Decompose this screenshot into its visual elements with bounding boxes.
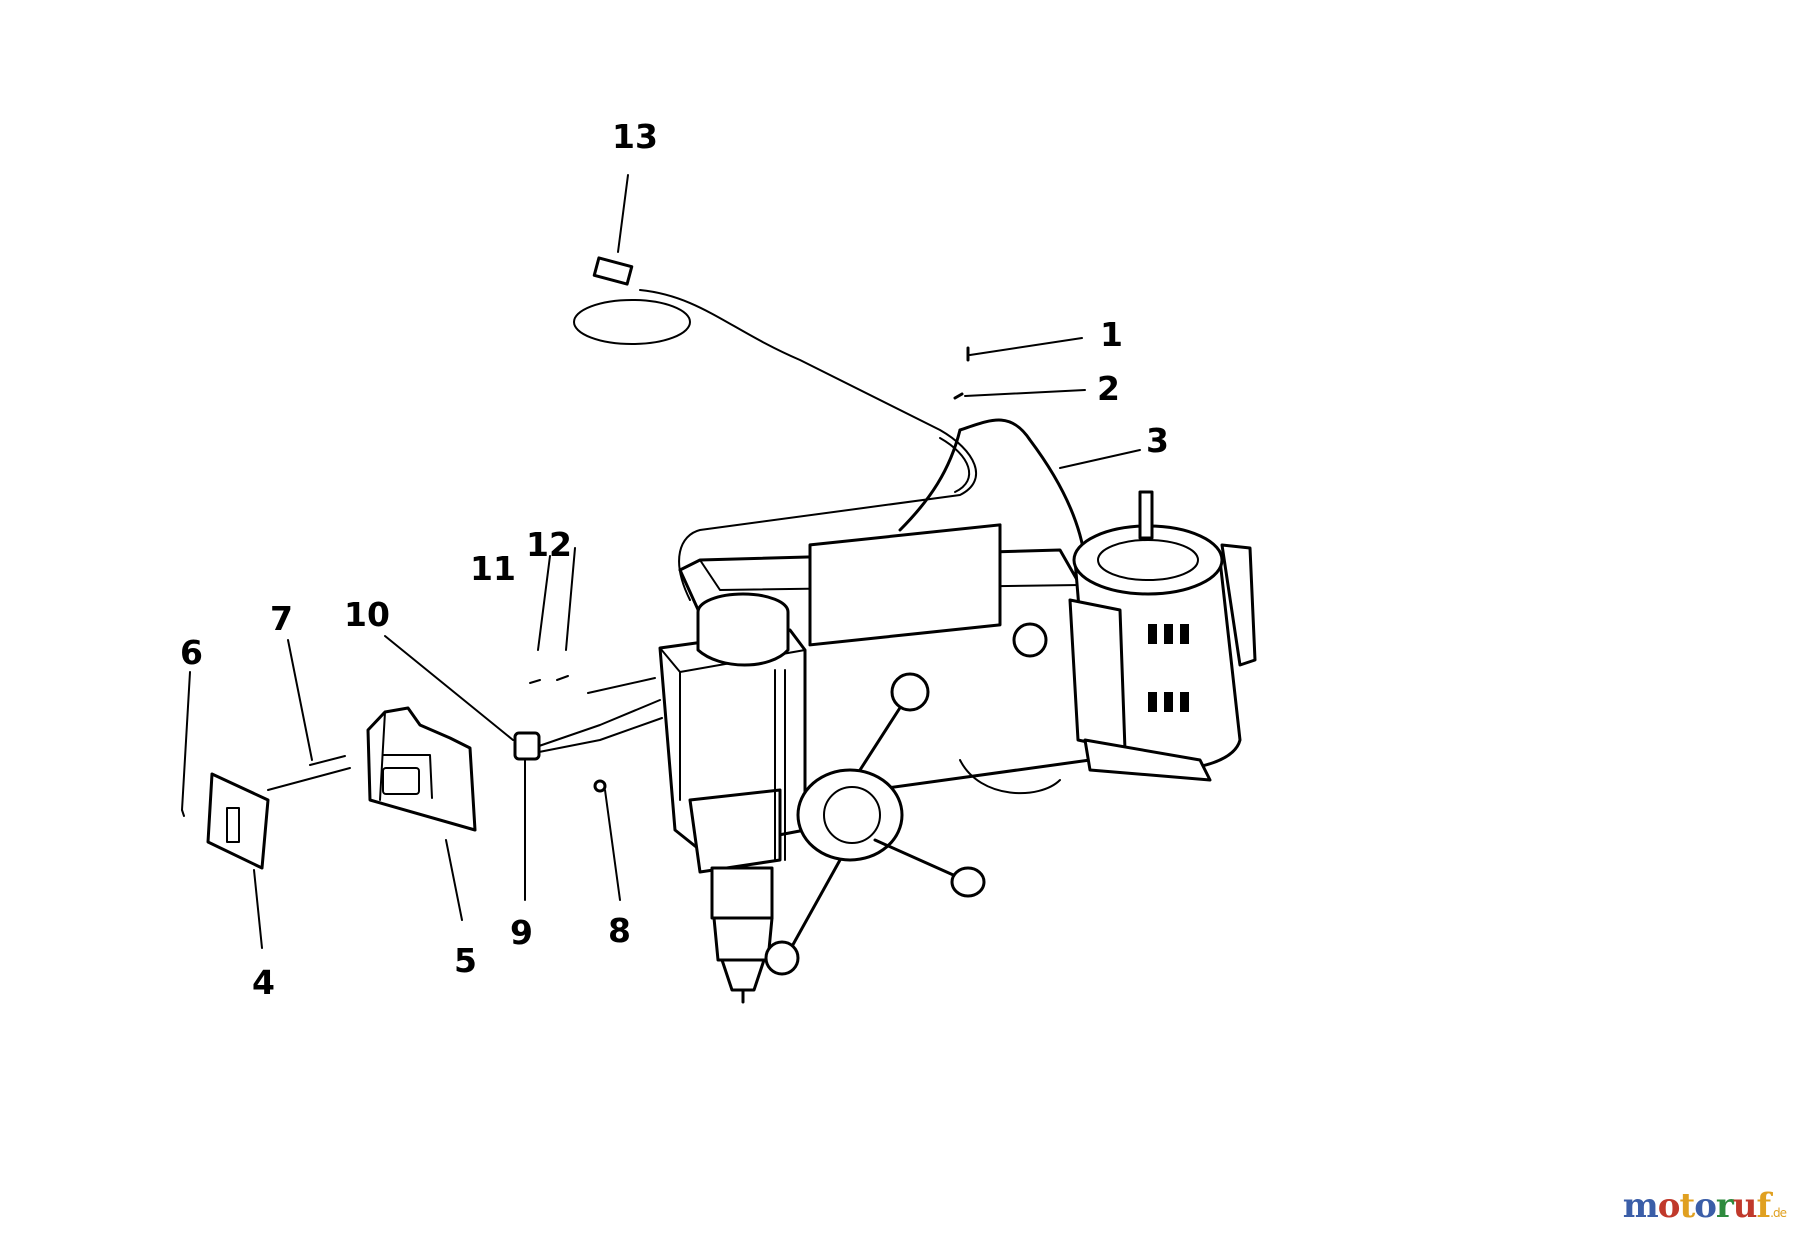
small-hardware xyxy=(181,675,656,817)
watermark-letter: u xyxy=(1732,1186,1758,1226)
motor xyxy=(959,490,1257,795)
callout-11: 11 xyxy=(470,549,516,588)
watermark-suffix: .de xyxy=(1770,1206,1787,1220)
callout-8: 8 xyxy=(608,911,631,950)
watermark-letter: m xyxy=(1622,1186,1659,1226)
power-cord xyxy=(573,256,978,601)
callout-12: 12 xyxy=(526,525,572,564)
callout-13: 13 xyxy=(612,117,658,156)
callout-labels: 1 2 3 4 5 6 7 8 9 10 11 12 13 xyxy=(180,117,1169,1002)
callout-1: 1 xyxy=(1100,315,1123,354)
watermark-logo: motoruf.de xyxy=(1622,1186,1787,1226)
callout-5: 5 xyxy=(454,941,477,980)
watermark-letter: r xyxy=(1715,1186,1734,1226)
switch-box-part-5 xyxy=(366,706,477,832)
callout-2: 2 xyxy=(1097,369,1120,408)
callout-3: 3 xyxy=(1146,421,1169,460)
callout-4: 4 xyxy=(252,963,275,1002)
callout-9: 9 xyxy=(510,913,533,952)
watermark-letter: f xyxy=(1756,1186,1772,1226)
callout-6: 6 xyxy=(180,633,203,672)
watermark-letter: o xyxy=(1657,1186,1681,1226)
motor-cord xyxy=(898,418,1087,562)
leader-lines xyxy=(181,174,1141,949)
switch-part-9-10 xyxy=(513,699,663,761)
drill-press-head xyxy=(658,523,1092,1004)
nut-part-2 xyxy=(953,392,964,400)
callout-10: 10 xyxy=(344,595,390,634)
plug xyxy=(592,256,634,286)
watermark-letter: t xyxy=(1679,1186,1695,1226)
switch-plate-part-4 xyxy=(206,772,270,870)
watermark-letter: o xyxy=(1694,1186,1717,1226)
callout-7: 7 xyxy=(270,599,293,638)
